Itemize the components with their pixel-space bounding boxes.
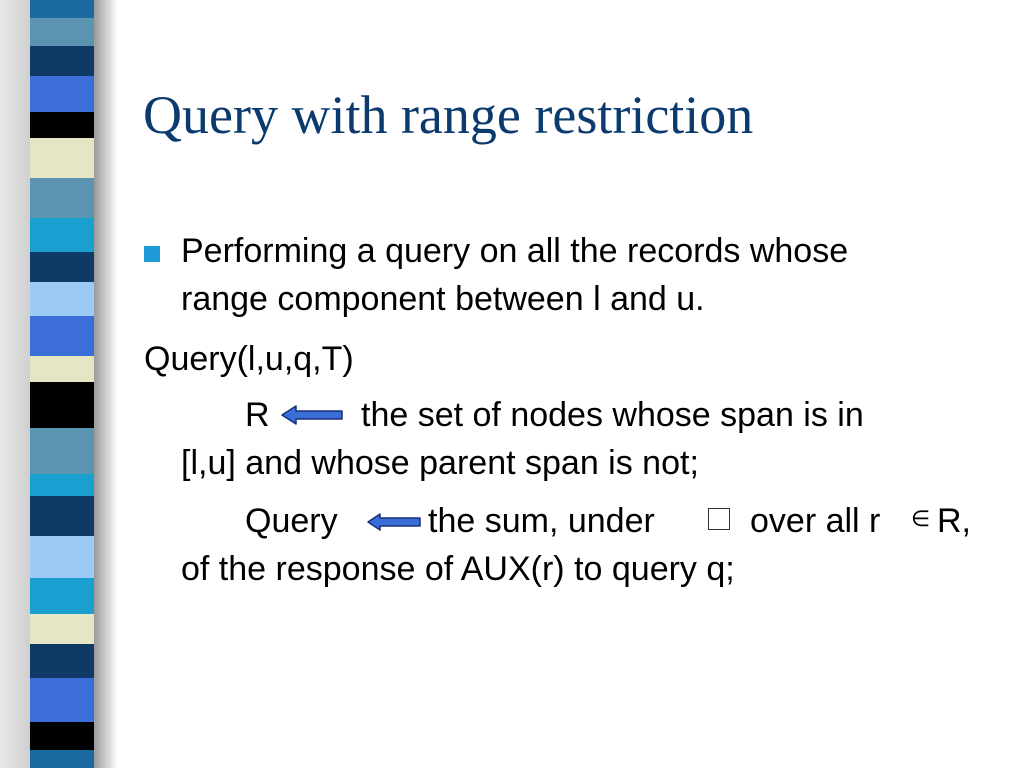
strip-band (30, 474, 94, 496)
step2-text-a: the sum, under (428, 502, 655, 540)
bullet-text-line2: range component between l and u. (181, 280, 705, 318)
step2-variable: Query (245, 502, 338, 540)
step1-variable: R (245, 396, 270, 434)
left-arrow-icon (367, 513, 421, 531)
bullet-text-line1: Performing a query on all the records wh… (181, 232, 849, 270)
strip-left-edge (0, 0, 30, 768)
element-of-symbol: ∈ (911, 506, 931, 531)
strip-shadow (94, 0, 118, 768)
step1-text: the set of nodes whose span is in (361, 396, 864, 434)
step2-text-c: R, (937, 502, 971, 540)
strip-band (30, 678, 94, 722)
strip-band (30, 578, 94, 614)
strip-band (30, 218, 94, 252)
strip-band (30, 138, 94, 178)
square-bullet-icon (144, 246, 160, 262)
strip-band (30, 178, 94, 218)
strip-band (30, 428, 94, 474)
step1-continuation: [l,u] and whose parent span is not; (181, 444, 699, 482)
strip-band (30, 46, 94, 76)
query-signature: Query(l,u,q,T) (144, 340, 354, 378)
strip-band (30, 18, 94, 46)
strip-band (30, 0, 94, 18)
strip-band (30, 644, 94, 678)
strip-band (30, 316, 94, 356)
left-arrow-icon (281, 405, 343, 425)
color-band-strip (30, 0, 94, 768)
strip-band (30, 356, 94, 382)
empty-box-icon (708, 508, 730, 530)
strip-band (30, 722, 94, 750)
step2-text-b: over all r (750, 502, 881, 540)
strip-band (30, 382, 94, 428)
strip-band (30, 76, 94, 112)
strip-band (30, 282, 94, 316)
strip-band (30, 112, 94, 138)
strip-band (30, 496, 94, 536)
step2-continuation: of the response of AUX(r) to query q; (181, 550, 735, 588)
strip-band (30, 750, 94, 768)
decorative-side-strip (0, 0, 118, 768)
strip-band (30, 252, 94, 282)
slide-title: Query with range restriction (143, 85, 754, 145)
strip-band (30, 614, 94, 644)
strip-band (30, 536, 94, 578)
